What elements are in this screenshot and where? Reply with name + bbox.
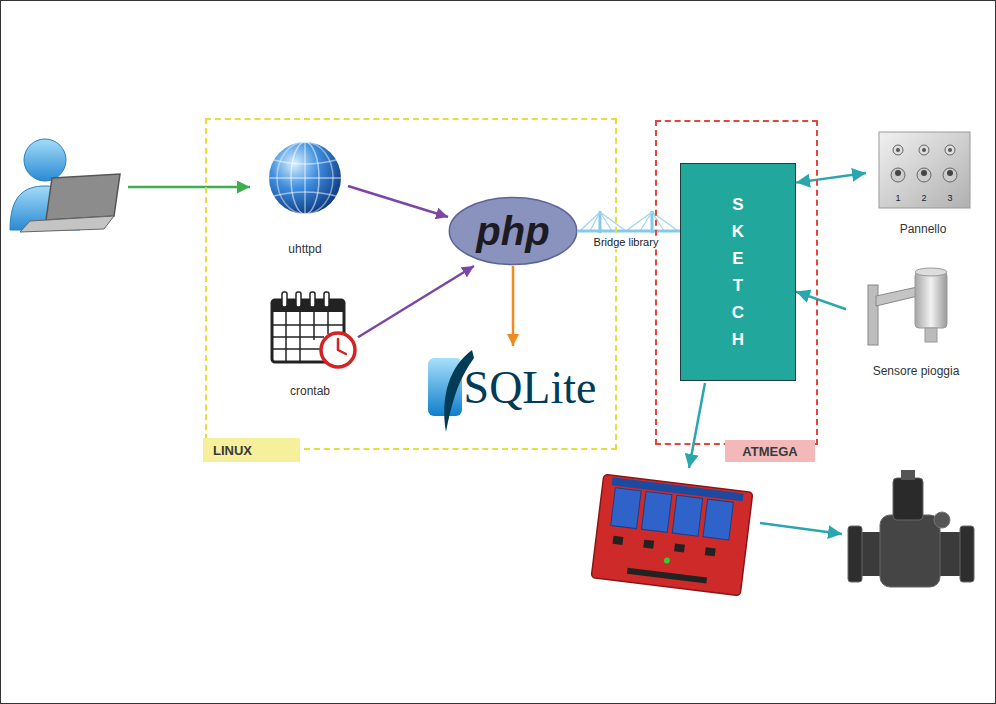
region-frame: uhttpdcrontabphpSQLiteLINUX [205,118,617,450]
relay-board-part [664,557,671,564]
switch-number: 3 [947,193,952,203]
switch-panel-part [896,148,900,152]
solenoid-valve [848,470,974,587]
globe-icon-part [304,142,306,214]
connector [796,292,846,310]
switch-panel-part [943,168,957,182]
solenoid-valve-part [848,526,862,582]
valve-arrow [760,523,842,534]
icon-caption: uhttpd [288,242,321,256]
database-node: SQLite [424,346,603,430]
rain-sensor-part [915,272,947,328]
relay-arrow [689,383,705,468]
relay-board-part [705,547,716,556]
logo-text: SQLite [464,365,597,411]
bridge-icon-part [580,212,678,231]
ellipse-node: php [448,196,578,266]
calendar-icon-part [324,292,329,307]
switch-number: 1 [895,193,900,203]
relay-board-part [612,536,623,545]
relay-board-part [643,540,654,549]
sketch-box: SKETCH [680,163,796,381]
solenoid-valve-part [960,526,974,582]
switch-panel-part [879,132,970,208]
switch-panel-part [917,168,931,182]
switch-number: 2 [921,193,926,203]
vertical-title: SKETCH [730,191,747,353]
region-title: ATMEGA [742,444,797,459]
relay-board [591,474,753,596]
relay-board-part [674,543,685,552]
scheduler-node: crontab [262,286,358,400]
region-title: LINUX [213,443,252,458]
panel-node: Pannello [866,126,980,238]
connector [796,173,866,183]
switch-panel-part [919,145,929,155]
globe-icon [269,142,341,214]
edge-label: Bridge library [592,236,661,249]
calendar-icon-part [310,292,315,307]
relay-board-part [611,488,641,529]
calendar-icon [272,292,355,367]
switch-panel-part [922,148,926,152]
solenoid-valve-part [934,512,950,528]
user-icon-part [20,216,114,232]
rain-sensor-part [868,285,878,345]
switch-panel-part [895,170,901,176]
user-icon-part [46,174,120,220]
calendar-icon-part [321,333,355,367]
calendar-icon-part [296,292,301,307]
icon-caption: Pannello [900,222,947,236]
server-node: uhttpd [262,138,348,258]
rain-sensor-part [915,268,947,276]
globe-icon-part [269,142,341,214]
region-tag: ATMEGA [725,440,815,462]
icon-caption: crontab [290,384,330,398]
relay-board-part [591,474,753,596]
ellipse-shape [449,197,576,264]
region-tag: LINUX [203,438,300,462]
rain-sensor-part [925,328,937,342]
solenoid-valve-part [901,470,915,480]
icon-caption: Sensore pioggia [873,364,960,378]
calendar-icon-part [338,339,346,354]
relay-board-part [703,499,733,540]
switch-panel-part [891,168,905,182]
user-icon-part [24,139,66,181]
switch-panel-part [947,170,953,176]
user-icon [10,139,120,232]
sensor-node: Sensore pioggia [846,262,986,380]
relay-board-part [672,495,702,536]
region-frame: SKETCHATMEGA [655,120,818,445]
rain-sensor [868,268,947,345]
switch-panel-part [893,145,903,155]
solenoid-valve-part [880,515,940,587]
logo-text: php [476,211,549,251]
connector [512,266,515,346]
relay-board-part [627,568,707,584]
connector [348,186,448,217]
user-arrow [128,186,250,189]
connector [578,230,680,233]
calendar-icon-part [282,292,287,307]
solenoid-valve-part [893,478,923,520]
switch-panel-part [945,145,955,155]
switch-panel-part [921,170,927,176]
switch-panel-part [948,148,952,152]
switch-panel [879,132,970,208]
relay-board-part [641,492,671,533]
connector [358,266,474,337]
